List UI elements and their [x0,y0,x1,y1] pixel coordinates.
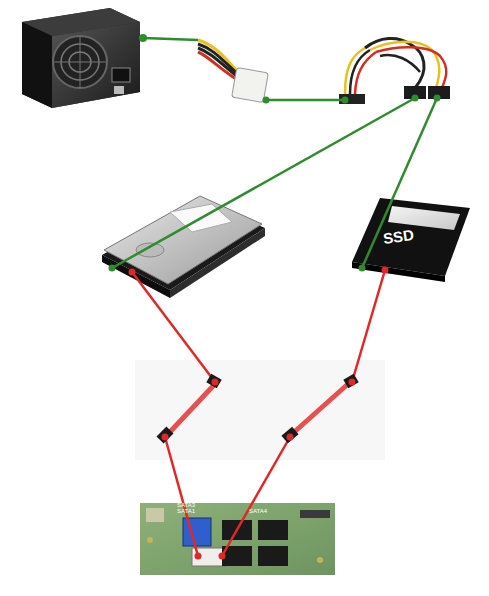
sata-cable [132,270,385,556]
sata-plug [157,374,359,444]
power-supply [22,8,140,108]
port-label: SATA3 [177,502,195,508]
port-label: SATA4 [249,508,267,514]
sata-splitter [365,38,450,99]
molex-adapter [198,40,376,104]
port-label: SATA1 [177,508,195,514]
motherboard [140,503,335,575]
background-patch [135,360,385,460]
solid-state-drive [352,198,470,282]
power-wire [112,38,437,268]
wire-dot [109,34,441,272]
device-label: SSD [382,227,415,246]
hard-disk [102,196,265,298]
wire-dot [129,267,389,560]
sata-cable-body [168,384,348,434]
